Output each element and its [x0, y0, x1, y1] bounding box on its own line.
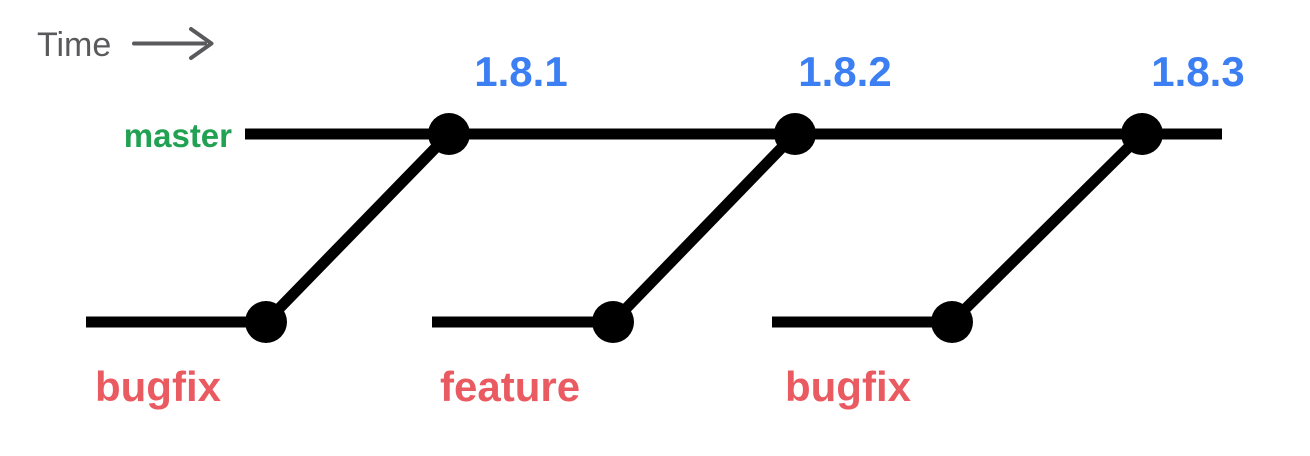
version-label-1-8-1: 1.8.1 [474, 48, 567, 95]
commit-dot-bugfix-2 [931, 301, 973, 343]
merge-line-feature [609, 130, 799, 326]
release-dot-1-8-2 [774, 113, 816, 155]
master-branch-label: master [124, 117, 232, 154]
commit-dot-bugfix-1 [245, 301, 287, 343]
commit-dot-feature [592, 301, 634, 343]
time-label: Time [37, 26, 111, 64]
time-indicator: Time [37, 26, 214, 64]
release-dot-1-8-1 [428, 113, 470, 155]
time-arrow-head-icon [189, 27, 214, 60]
branch-label-bugfix-1: bugfix [95, 363, 222, 410]
release-dot-1-8-3 [1121, 113, 1163, 155]
branch-label-feature: feature [440, 363, 580, 410]
merge-line-bugfix-2 [948, 130, 1146, 326]
version-label-1-8-2: 1.8.2 [798, 48, 891, 95]
branch-label-bugfix-2: bugfix [785, 363, 912, 410]
version-label-1-8-3: 1.8.3 [1151, 48, 1244, 95]
merge-line-bugfix-1 [262, 130, 453, 326]
